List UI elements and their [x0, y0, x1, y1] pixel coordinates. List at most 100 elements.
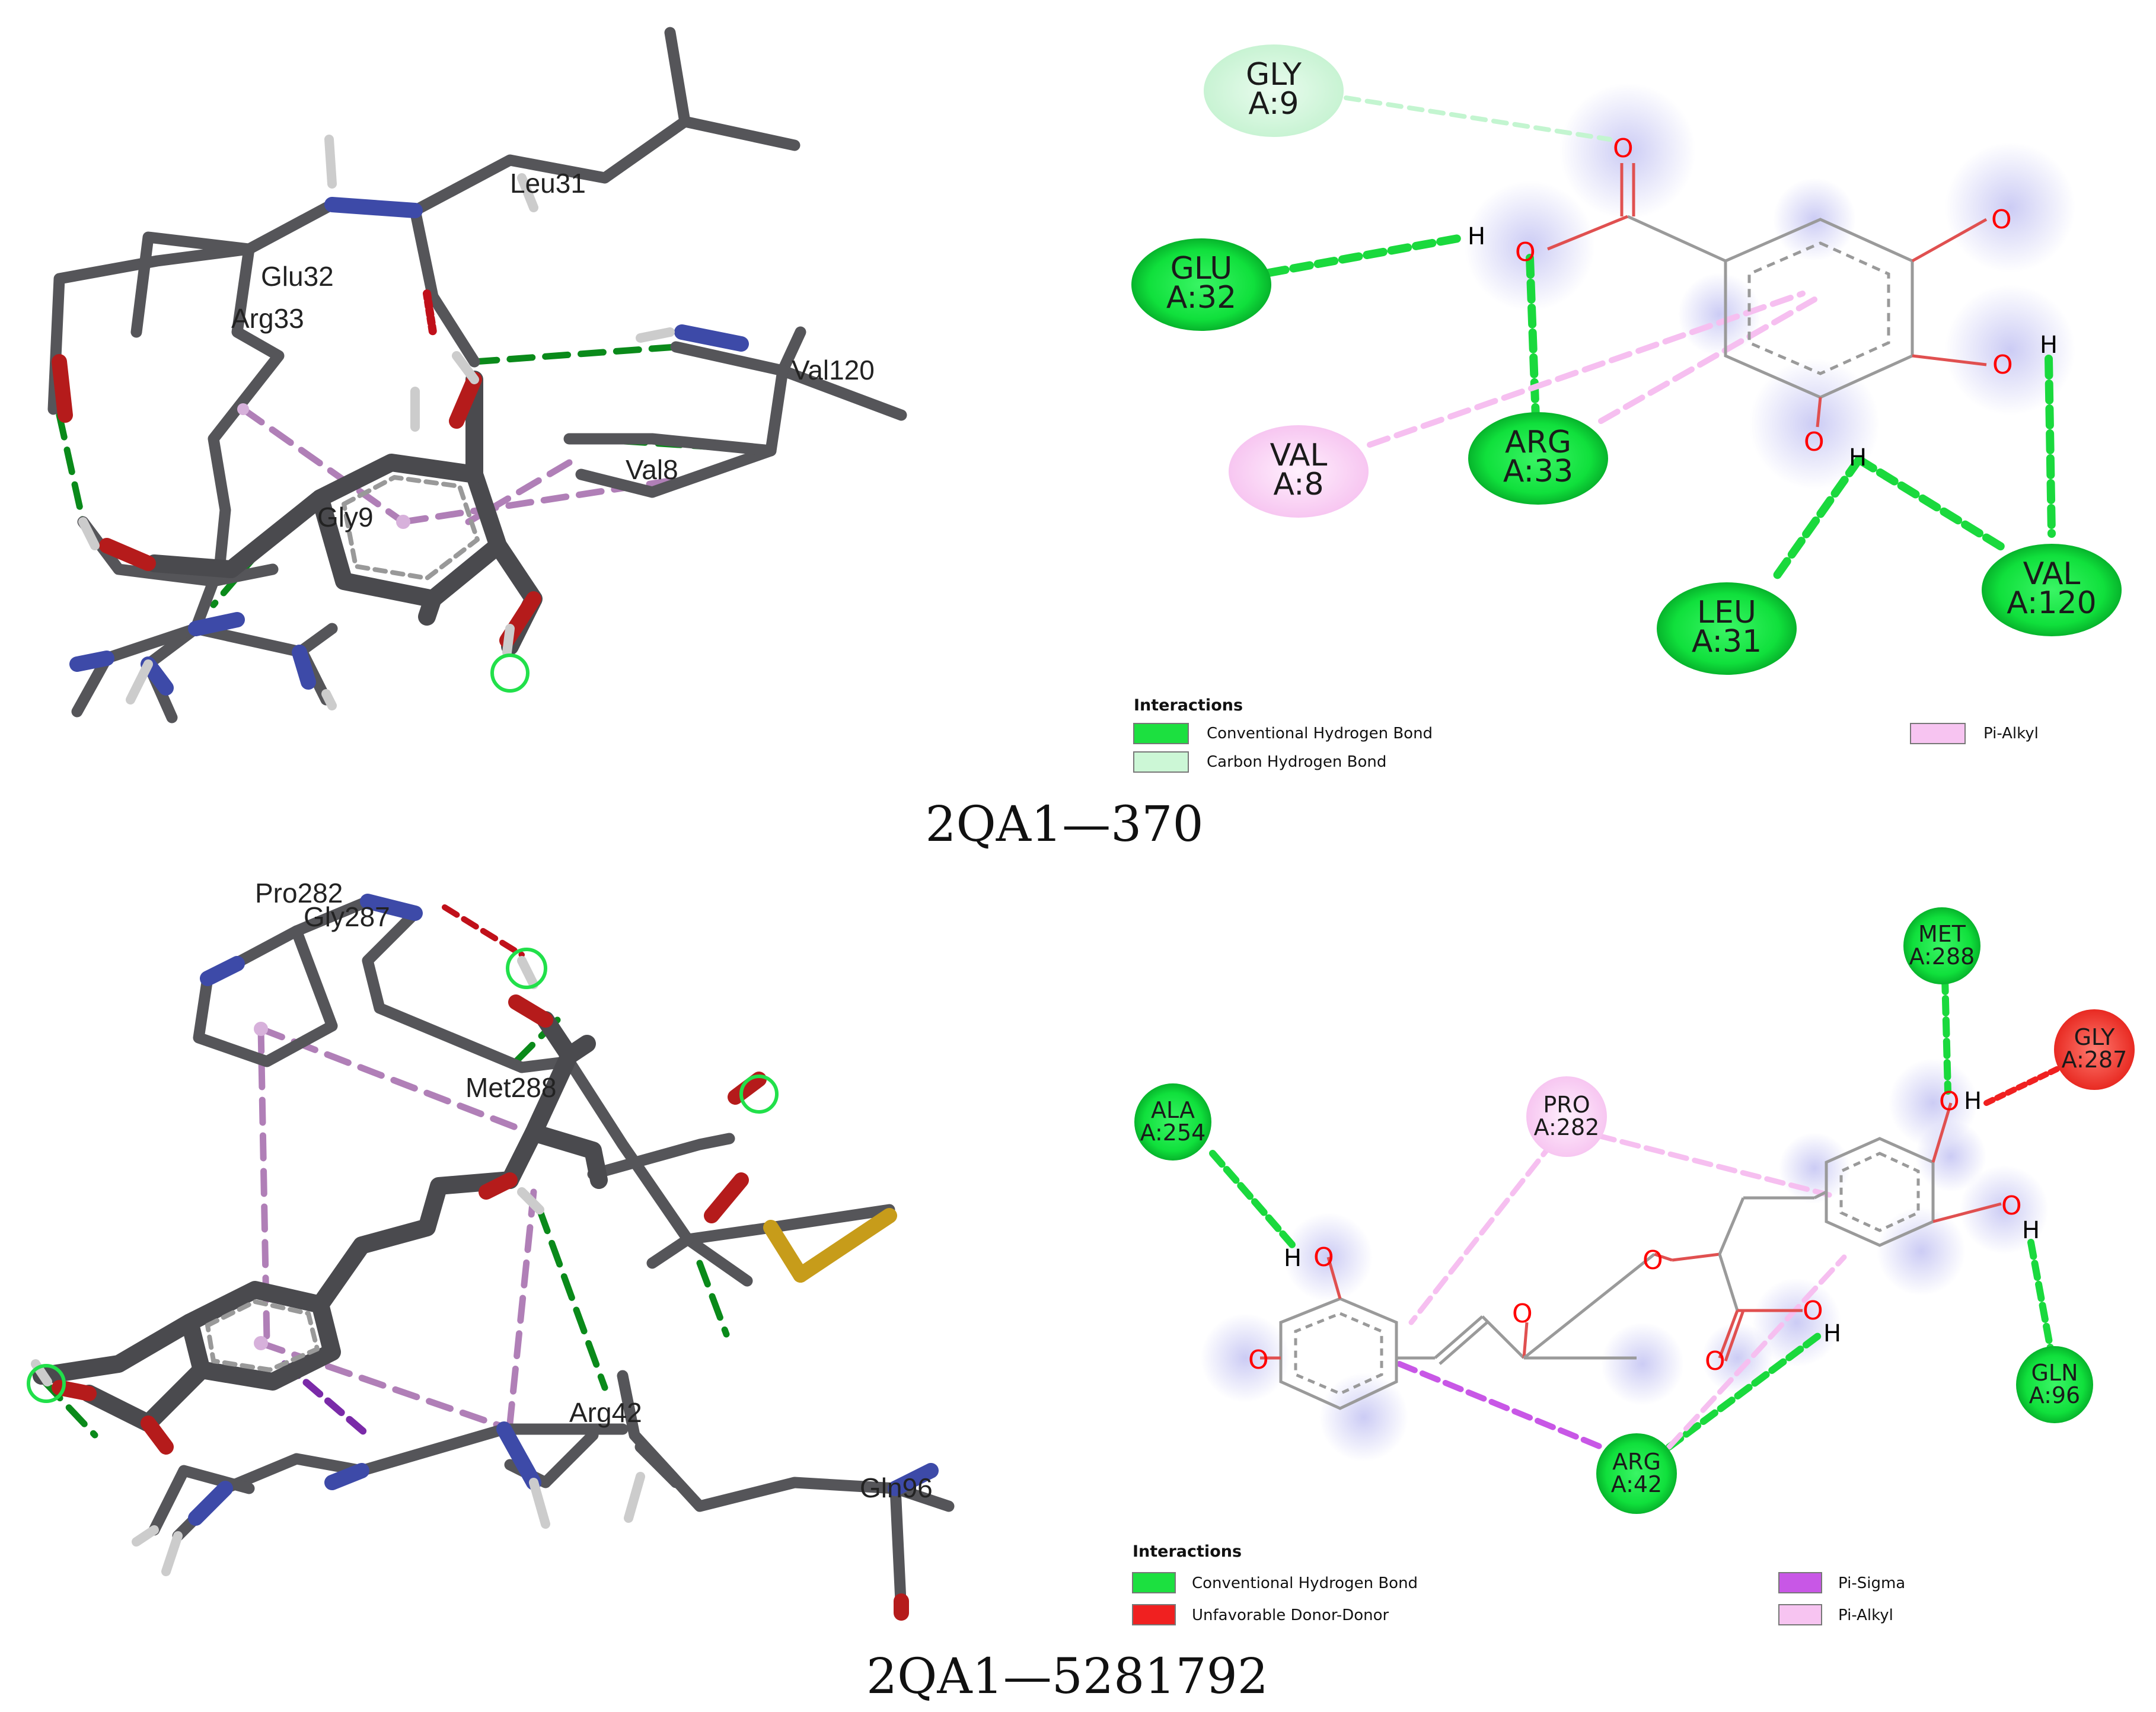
svg-text:H: H: [2040, 331, 2058, 359]
residue-val-a8: VAL A:8: [1229, 425, 1369, 518]
label-pro282: Pro282: [255, 878, 343, 908]
conventional-hbond-lines-2: [1209, 974, 2055, 1450]
pi-alkyl-lines-2: [1408, 1133, 1847, 1450]
svg-text:A:31: A:31: [1692, 624, 1762, 659]
aromatic-ring-dashes-3d-2: [205, 1299, 320, 1372]
svg-text:A:96: A:96: [2029, 1382, 2080, 1408]
label-gln96: Gln96: [860, 1472, 933, 1503]
panel2-3d-labels: Pro282 Gly287 Met288 Arg42 Gln96: [255, 878, 933, 1503]
svg-text:H: H: [1284, 1245, 1302, 1272]
heteroatom-sticks-3d: [52, 197, 749, 696]
legend-swatch-conventional: [1133, 723, 1189, 744]
svg-text:O: O: [1512, 1299, 1533, 1329]
svg-text:GLU: GLU: [1171, 251, 1233, 286]
highlight-marker-b: [739, 1075, 779, 1114]
svg-text:H: H: [1823, 1320, 1841, 1347]
svg-text:A:33: A:33: [1503, 454, 1573, 489]
protein-sticks-3d: [47, 27, 907, 723]
highlight-marker-c: [27, 1364, 66, 1403]
pi-alkyl-lines-3d: [240, 406, 715, 525]
aromatic-ring-dashes-3d: [342, 475, 480, 581]
svg-text:O: O: [1313, 1242, 1334, 1273]
residue-arg-a33: ARG A:33: [1468, 412, 1608, 505]
panel2-3d-view: [27, 894, 955, 1621]
svg-text:GLN: GLN: [2031, 1360, 2078, 1386]
highlight-marker-a: [506, 948, 547, 989]
unfavorable-line-2: [1983, 1064, 2063, 1106]
svg-text:GLY: GLY: [1246, 57, 1302, 93]
svg-text:ARG: ARG: [1505, 425, 1571, 460]
svg-text:Conventional Hydrogen Bond: Conventional Hydrogen Bond: [1192, 1574, 1418, 1592]
residue-pro-a282: PRO A:282: [1526, 1076, 1607, 1157]
svg-text:ALA: ALA: [1151, 1097, 1195, 1123]
svg-text:Pi-Alkyl: Pi-Alkyl: [1983, 725, 2039, 742]
residue-val-a120: VAL A:120: [1982, 544, 2122, 636]
label-gly287: Gly287: [304, 901, 390, 932]
legend-panel1: Interactions Conventional Hydrogen Bond …: [1133, 696, 2039, 773]
residue-gly-a287: GLY A:287: [2054, 1009, 2135, 1090]
svg-text:O: O: [1991, 205, 2012, 235]
residue-ala-a254: ALA A:254: [1134, 1083, 1211, 1161]
residue-met-a288: MET A:288: [1903, 907, 1980, 984]
svg-text:VAL: VAL: [1270, 438, 1328, 473]
legend-panel2: Interactions Conventional Hydrogen Bond …: [1132, 1542, 1905, 1625]
panel1-3d-labels: Leu31 Glu32 Arg33 Val120 Gly9 Val8: [231, 168, 875, 533]
svg-text:H: H: [1849, 444, 1867, 471]
atom-labels-5281792: O H O H H O O O O O O H: [1248, 1086, 2040, 1376]
residue-arg-a42: ARG A:42: [1596, 1433, 1677, 1514]
panel1-3d-view: [47, 27, 907, 723]
svg-text:H: H: [1964, 1088, 1982, 1115]
svg-text:VAL: VAL: [2023, 556, 2081, 592]
label-gly9: Gly9: [317, 502, 374, 533]
ligand-structure-370: [1547, 163, 1988, 428]
svg-text:A:42: A:42: [1611, 1471, 1662, 1497]
svg-text:LEU: LEU: [1697, 595, 1756, 630]
heteroatom-sticks-3d-2: [52, 894, 939, 1621]
svg-text:A:32: A:32: [1166, 280, 1236, 315]
svg-text:O: O: [1992, 350, 2013, 380]
legend-swatch-unfavorable: [1132, 1604, 1176, 1625]
residue-glu-a32: GLU A:32: [1131, 238, 1271, 331]
alkyl-centroid: [237, 403, 249, 415]
svg-text:PRO: PRO: [1543, 1092, 1590, 1118]
label-val120: Val120: [792, 355, 875, 385]
hydrogen-sticks-3d: [78, 135, 675, 710]
pi-alkyl-lines: [1367, 291, 1817, 448]
caption-panel1: 2QA1—370: [925, 796, 1203, 853]
label-arg33: Arg33: [231, 303, 304, 334]
hydrogen-sticks-3d-2: [31, 956, 645, 1576]
svg-text:A:282: A:282: [1534, 1114, 1600, 1140]
ring-centroid: [396, 515, 410, 529]
atom-labels-370: O O H O O H O H: [1468, 133, 2058, 471]
svg-text:Conventional Hydrogen Bond: Conventional Hydrogen Bond: [1207, 725, 1433, 742]
label-glu32: Glu32: [261, 261, 334, 292]
highlight-marker: [490, 653, 530, 693]
svg-text:ARG: ARG: [1612, 1449, 1661, 1475]
legend-swatch-pi-sigma: [1778, 1572, 1822, 1593]
ring-centroid-ligand: [254, 1336, 268, 1350]
ring-centroid-pro: [254, 1022, 268, 1036]
svg-text:O: O: [1248, 1345, 1269, 1375]
svg-text:H: H: [1468, 223, 1485, 250]
unfavorable-line-3d: [442, 904, 525, 958]
svg-text:O: O: [1515, 237, 1536, 267]
svg-text:A:287: A:287: [2062, 1047, 2128, 1073]
svg-text:O: O: [1642, 1245, 1663, 1276]
legend-swatch-conventional-2: [1132, 1572, 1176, 1593]
svg-text:O: O: [1705, 1346, 1726, 1376]
panel1-2d-diagram: O O H O O H O H GLY A:9 GLU A:32 ARG A:3…: [1131, 44, 2122, 773]
ligand-structure-5281792: [1260, 1102, 2002, 1410]
svg-text:O: O: [1939, 1086, 1960, 1117]
residue-leu-a31: LEU A:31: [1657, 582, 1797, 675]
svg-text:O: O: [1804, 427, 1825, 457]
legend-swatch-pi-alkyl-2: [1778, 1604, 1822, 1625]
legend-title: Interactions: [1134, 696, 1243, 715]
svg-text:A:288: A:288: [1909, 943, 1975, 970]
svg-text:Carbon Hydrogen Bond: Carbon Hydrogen Bond: [1207, 753, 1386, 771]
svg-text:H: H: [2022, 1217, 2040, 1244]
label-met288: Met288: [465, 1072, 556, 1103]
caption-panel2: 2QA1—5281792: [866, 1649, 1268, 1705]
svg-text:Pi-Sigma: Pi-Sigma: [1838, 1574, 1905, 1592]
svg-text:A:8: A:8: [1273, 467, 1323, 502]
